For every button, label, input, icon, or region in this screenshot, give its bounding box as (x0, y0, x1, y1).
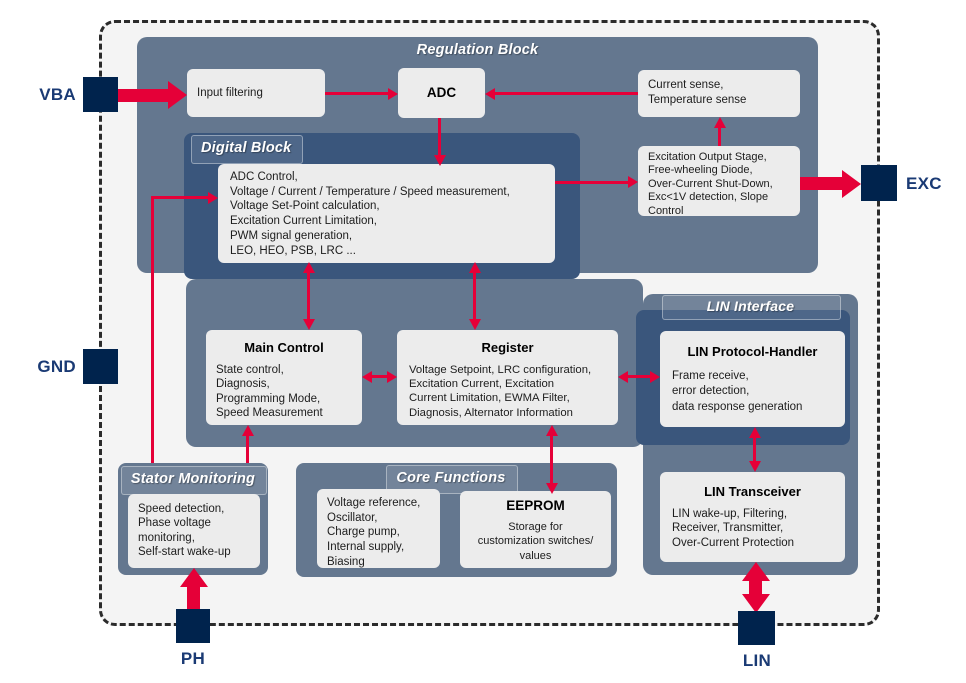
register-text: Voltage Setpoint, LRC configuration, Exc… (409, 363, 592, 419)
arrowhead-digital-maincontrol-down (303, 319, 315, 330)
main-control-box: Main Control State control, Diagnosis, P… (206, 330, 362, 425)
arrowhead-stator-to-maincontrol (242, 425, 254, 436)
lin-label: LIN (742, 651, 772, 670)
arrowhead-lin-transceiver-down (742, 594, 770, 613)
arrowhead-input-to-adc (388, 88, 398, 100)
arrowhead-register-eeprom-down (546, 483, 558, 494)
arrow-stator-to-digital-vertical (151, 196, 154, 463)
digital-block-title-tab (191, 135, 303, 164)
arrowhead-ph-to-stator (180, 568, 208, 587)
arrowhead-digital-to-excitation (628, 176, 638, 188)
adc-title: ADC (426, 85, 457, 101)
arrow-digital-maincontrol (307, 273, 310, 319)
lin-protocol-handler-title: LIN Protocol-Handler (687, 344, 818, 359)
arrowhead-register-linprotocol-left (618, 371, 628, 383)
arrow-maincontrol-register (372, 375, 387, 378)
arrowhead-adc-to-digital (434, 155, 446, 166)
arrowhead-lin-transceiver-up (742, 562, 770, 581)
eeprom-title: EEPROM (506, 498, 565, 513)
lin-interface-title-tab (662, 295, 841, 320)
lin-protocol-handler-box: LIN Protocol-Handler Frame receive, erro… (660, 331, 845, 427)
regulation-block-title: Regulation Block (416, 42, 539, 58)
lin-transceiver-text: LIN wake-up, Filtering, Receiver, Transm… (672, 507, 795, 550)
stator-monitoring-title: Stator Monitoring (130, 471, 256, 487)
lin-protocol-handler-text: Frame receive, error detection, data res… (672, 369, 803, 413)
input-filtering-label: Input filtering (197, 86, 263, 99)
gnd-label: GND (37, 357, 76, 376)
stator-functions-box: Speed detection, Phase voltage monitorin… (128, 494, 260, 568)
arrowhead-stator-to-digital (208, 192, 218, 204)
arrowhead-digital-register-down (469, 319, 481, 330)
ph-label: PH (180, 649, 206, 668)
current-sense-box: Current sense, Temperature sense (638, 70, 800, 117)
arrow-excitation-to-exc (800, 177, 842, 190)
main-control-title: Main Control (244, 340, 324, 355)
arrowhead-excitation-to-sense (714, 117, 726, 128)
lin-transceiver-box: LIN Transceiver LIN wake-up, Filtering, … (660, 472, 845, 562)
arrow-digital-to-excitation (555, 181, 628, 184)
arrow-excitation-to-sense (718, 127, 721, 146)
arrowhead-digital-maincontrol-up (303, 262, 315, 273)
vba-label: VBA (39, 85, 76, 104)
arrowhead-digital-register-up (469, 262, 481, 273)
arrow-adc-to-digital (438, 118, 441, 155)
vba-pad (83, 77, 118, 112)
register-box: Register Voltage Setpoint, LRC configura… (397, 330, 618, 425)
arrowhead-linprotocol-transceiver-down (749, 461, 761, 472)
ph-pad (176, 609, 210, 643)
arrow-stator-to-maincontrol (246, 436, 249, 463)
exc-label: EXC (906, 174, 942, 193)
digital-block-title: Digital Block (201, 140, 292, 156)
arrowhead-linprotocol-transceiver-up (749, 427, 761, 438)
main-control-text: State control, Diagnosis, Programming Mo… (216, 363, 323, 420)
arrow-vba-to-input (118, 89, 168, 102)
input-filtering-box: Input filtering (187, 69, 325, 117)
arrowhead-vba-to-input (168, 81, 187, 109)
excitation-output-box: Excitation Output Stage, Free-wheeling D… (638, 146, 800, 217)
arrowhead-register-eeprom-up (546, 425, 558, 436)
digital-functions-box: ADC Control, Voltage / Current / Tempera… (218, 164, 555, 263)
arrow-input-to-adc (325, 92, 390, 95)
lin-transceiver-title: LIN Transceiver (704, 484, 801, 499)
arrowhead-register-linprotocol-right (650, 371, 660, 383)
lin-pad (738, 611, 775, 645)
arrowhead-maincontrol-register-right (387, 371, 397, 383)
arrow-sense-to-adc (495, 92, 638, 95)
eeprom-box: EEPROM Storage for customization switche… (460, 491, 611, 568)
arrow-register-eeprom (550, 436, 553, 483)
exc-pad (861, 165, 897, 201)
gnd-pad (83, 349, 118, 384)
arrow-digital-register (473, 273, 476, 319)
arrow-linprotocol-transceiver (753, 438, 756, 461)
lin-interface-title: LIN Interface (706, 298, 795, 314)
adc-box: ADC (398, 68, 485, 118)
arrowhead-sense-to-adc (485, 88, 495, 100)
register-title: Register (481, 340, 534, 355)
arrowhead-excitation-to-exc (842, 170, 861, 198)
arrowhead-maincontrol-register-left (362, 371, 372, 383)
arrow-register-linprotocol (628, 375, 650, 378)
arrow-lin-transceiver (749, 579, 762, 595)
core-functions-title: Core Functions (396, 470, 506, 486)
eeprom-text: Storage for customization switches/ valu… (477, 521, 594, 562)
arrow-stator-to-digital-horizontal (151, 196, 208, 199)
arrow-ph-to-stator (187, 586, 200, 610)
core-functions-box: Voltage reference, Oscillator, Charge pu… (317, 489, 440, 568)
